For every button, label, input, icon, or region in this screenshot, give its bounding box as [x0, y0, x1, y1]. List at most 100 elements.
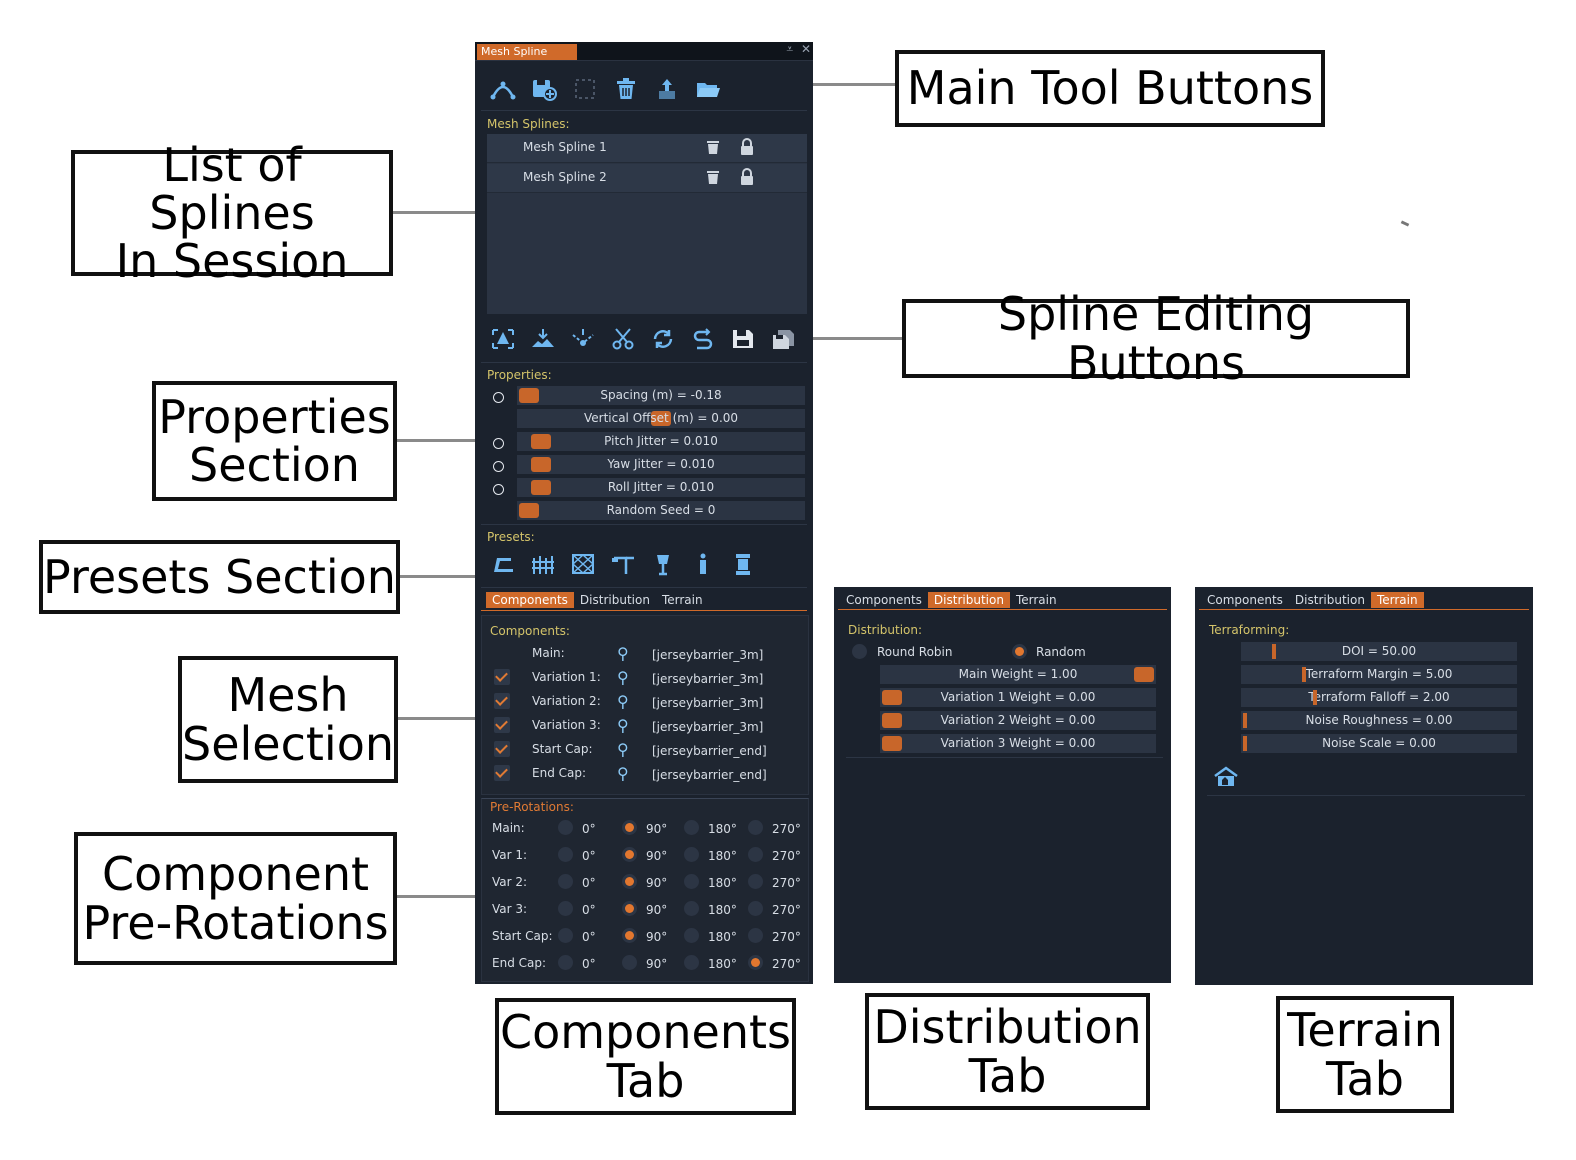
component-checkbox[interactable] [494, 741, 510, 757]
save-icon[interactable] [729, 326, 757, 352]
trash-icon[interactable] [705, 169, 721, 188]
splines-list[interactable]: Mesh Spline 1 Mesh Spline 2 [487, 134, 807, 314]
scissors-icon[interactable] [609, 326, 637, 352]
component-checkbox[interactable] [494, 717, 510, 733]
tab-distribution[interactable]: Distribution [927, 592, 1010, 608]
rotation-radio[interactable] [622, 847, 637, 862]
save-add-icon[interactable] [530, 76, 558, 102]
terraform-slider[interactable]: Terraform Falloff = 2.00 [1241, 688, 1517, 707]
align-icon[interactable] [489, 326, 517, 352]
property-radio[interactable] [493, 461, 504, 472]
component-checkbox[interactable] [494, 765, 510, 781]
vertical-offset-slider[interactable]: Vertical Offset (m) = 0.00 [517, 409, 805, 428]
slider-knob[interactable] [519, 503, 539, 518]
menu-dropdown-icon[interactable]: ⩡ [786, 42, 794, 56]
slider-knob[interactable] [519, 388, 539, 403]
variation-2-weight-slider[interactable]: Variation 2 Weight = 0.00 [880, 711, 1156, 730]
tab-terrain[interactable]: Terrain [1370, 592, 1424, 608]
rotation-radio[interactable] [748, 955, 763, 970]
spline-row-1[interactable]: Mesh Spline 1 [487, 134, 807, 163]
spline-draw-icon[interactable] [489, 76, 517, 102]
rotation-radio[interactable] [684, 847, 699, 862]
variation-1-weight-slider[interactable]: Variation 1 Weight = 0.00 [880, 688, 1156, 707]
rotation-radio[interactable] [622, 901, 637, 916]
rotation-radio[interactable] [748, 847, 763, 862]
component-mesh-value[interactable]: [jerseybarrier_end] [652, 768, 767, 782]
folder-open-icon[interactable] [694, 76, 722, 102]
component-checkbox[interactable] [494, 693, 510, 709]
slider-knob[interactable] [1272, 644, 1276, 659]
rotation-radio[interactable] [622, 874, 637, 889]
search-icon[interactable]: ⚲ [617, 764, 629, 783]
post-preset-icon[interactable] [689, 551, 717, 577]
property-radio[interactable] [493, 438, 504, 449]
tab-terrain[interactable]: Terrain [661, 593, 703, 607]
streetlight-preset-icon[interactable] [609, 551, 637, 577]
rotation-radio[interactable] [622, 928, 637, 943]
pitch-jitter-slider[interactable]: Pitch Jitter = 0.010 [517, 432, 805, 451]
spacing-slider[interactable]: Spacing (m) = -0.18 [517, 386, 805, 405]
refresh-icon[interactable] [649, 326, 677, 352]
tab-components[interactable]: Components [486, 592, 574, 608]
tab-distribution[interactable]: Distribution [1294, 593, 1365, 607]
save-all-icon[interactable] [769, 326, 797, 352]
panel-title-tab[interactable]: Mesh Spline [477, 44, 577, 60]
component-mesh-value[interactable]: [jerseybarrier_3m] [652, 696, 764, 710]
rotation-radio[interactable] [748, 820, 763, 835]
trash-icon[interactable] [705, 139, 721, 158]
slider-knob[interactable] [1302, 667, 1306, 682]
slider-knob[interactable] [531, 434, 551, 449]
search-icon[interactable]: ⚲ [617, 740, 629, 759]
search-icon[interactable]: ⚲ [617, 668, 629, 687]
property-radio[interactable] [493, 392, 504, 403]
component-mesh-value[interactable]: [jerseybarrier_3m] [652, 672, 764, 686]
rotation-radio[interactable] [684, 928, 699, 943]
terraform-slider[interactable]: Terraform Margin = 5.00 [1241, 665, 1517, 684]
rotation-radio[interactable] [558, 928, 573, 943]
random-radio[interactable] [1012, 644, 1027, 659]
barrier-preset-icon[interactable] [489, 551, 517, 577]
tab-components[interactable]: Components [846, 593, 922, 607]
component-checkbox[interactable] [494, 669, 510, 685]
search-icon[interactable]: ⚲ [617, 716, 629, 735]
reverse-icon[interactable] [689, 326, 717, 352]
rotation-radio[interactable] [684, 874, 699, 889]
snap-terrain-icon[interactable] [529, 326, 557, 352]
rotation-radio[interactable] [684, 820, 699, 835]
fence-preset-icon[interactable] [529, 551, 557, 577]
rotation-radio[interactable] [622, 955, 637, 970]
rotation-radio[interactable] [684, 901, 699, 916]
slider-knob[interactable] [1313, 690, 1317, 705]
rotation-radio[interactable] [684, 955, 699, 970]
slider-knob[interactable] [531, 457, 551, 472]
rotation-radio[interactable] [558, 874, 573, 889]
terraform-slider[interactable]: Noise Roughness = 0.00 [1241, 711, 1517, 730]
roll-jitter-slider[interactable]: Roll Jitter = 0.010 [517, 478, 805, 497]
terraform-slider[interactable]: Noise Scale = 0.00 [1241, 734, 1517, 753]
export-icon[interactable] [653, 76, 681, 102]
pillar-preset-icon[interactable] [729, 551, 757, 577]
rotation-radio[interactable] [748, 928, 763, 943]
select-box-icon[interactable] [571, 76, 599, 102]
trash-icon[interactable] [612, 76, 640, 102]
property-radio[interactable] [493, 484, 504, 495]
search-icon[interactable]: ⚲ [617, 644, 629, 663]
search-icon[interactable]: ⚲ [617, 692, 629, 711]
slider-knob[interactable] [531, 480, 551, 495]
main-weight-slider[interactable]: Main Weight = 1.00 [880, 665, 1156, 684]
slider-knob[interactable] [1134, 667, 1154, 682]
spline-row-2[interactable]: Mesh Spline 2 [487, 164, 807, 193]
rotation-radio[interactable] [558, 901, 573, 916]
component-mesh-value[interactable]: [jerseybarrier_3m] [652, 648, 764, 662]
split-point-icon[interactable] [569, 326, 597, 352]
rotation-radio[interactable] [748, 874, 763, 889]
lamp-preset-icon[interactable] [649, 551, 677, 577]
slider-knob[interactable] [882, 690, 902, 705]
tab-terrain[interactable]: Terrain [1015, 593, 1057, 607]
close-icon[interactable]: ✕ [800, 42, 811, 56]
component-mesh-value[interactable]: [jerseybarrier_end] [652, 744, 767, 758]
rotation-radio[interactable] [622, 820, 637, 835]
random-seed-slider[interactable]: Random Seed = 0 [517, 501, 805, 520]
terraform-slider[interactable]: DOI = 50.00 [1241, 642, 1517, 661]
slider-knob[interactable] [1243, 713, 1247, 728]
